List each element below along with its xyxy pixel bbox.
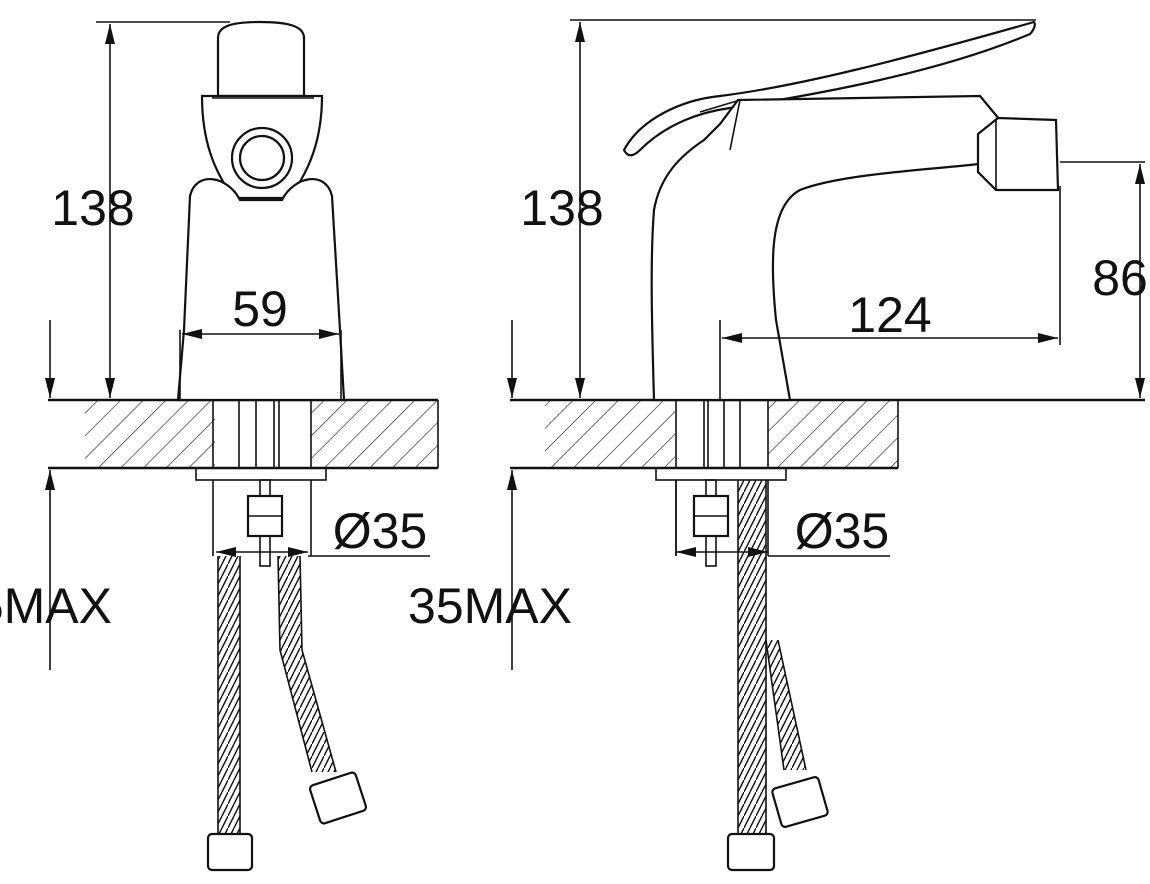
side-view: 138 86 124 Ø35 35MAX [408, 19, 1148, 872]
side-hole-label: Ø35 [795, 503, 890, 559]
front-hole-label: Ø35 [333, 503, 428, 559]
side-spout-height-label: 86 [1092, 250, 1148, 306]
front-mounting-assembly [195, 399, 368, 872]
front-dimensions [45, 21, 430, 670]
front-width-label: 59 [232, 281, 288, 337]
front-height-label: 138 [51, 180, 134, 236]
front-thickness-label: 35MAX [0, 578, 112, 634]
front-faucet-body [176, 20, 346, 402]
side-height-label: 138 [520, 180, 603, 236]
front-view: 138 59 Ø35 35MAX [0, 20, 439, 872]
side-faucet-body [622, 20, 1060, 402]
side-thickness-label: 35MAX [408, 578, 572, 634]
side-reach-label: 124 [848, 287, 931, 343]
side-counter-slab [510, 398, 1145, 470]
side-dimensions [507, 19, 1145, 670]
front-counter-slab [48, 398, 439, 470]
side-mounting-assembly [655, 399, 829, 872]
